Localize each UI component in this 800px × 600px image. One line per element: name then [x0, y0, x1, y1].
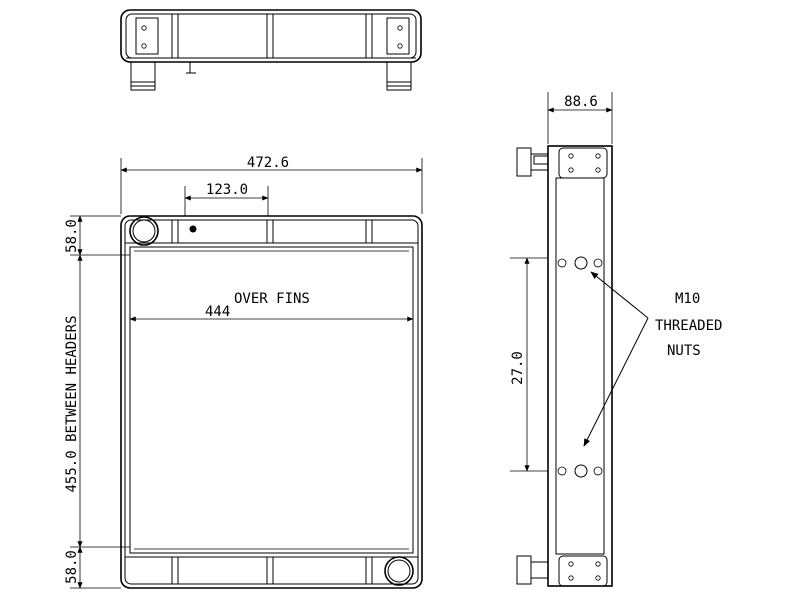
- dim-top-offset: 123.0: [206, 182, 248, 198]
- dim-header-bottom: 58.0: [64, 550, 80, 584]
- dim-inner-width: 444: [205, 304, 230, 320]
- side-view: [516, 145, 613, 587]
- dim-side-depth: 88.6: [564, 94, 598, 110]
- front-dimensions: 472.6 123.0 444 OVER FINS 58.0 455.0 BET…: [64, 155, 423, 589]
- dim-nut-spacing: 27.0: [510, 351, 526, 385]
- top-view: [120, 9, 422, 91]
- dim-inner-width-note: OVER FINS: [234, 291, 310, 307]
- side-dimensions: 88.6 27.0: [510, 92, 613, 472]
- dim-header-top: 58.0: [64, 219, 80, 253]
- front-view: [120, 215, 423, 589]
- callout-line-1: M10: [675, 291, 700, 307]
- callout-m10-nuts: M10 THREADED NUTS: [583, 271, 722, 447]
- dim-between-headers: 455.0 BETWEEN HEADERS: [64, 315, 80, 492]
- callout-line-3: NUTS: [667, 343, 701, 359]
- callout-line-2: THREADED: [655, 318, 722, 334]
- dim-overall-width: 472.6: [247, 155, 289, 171]
